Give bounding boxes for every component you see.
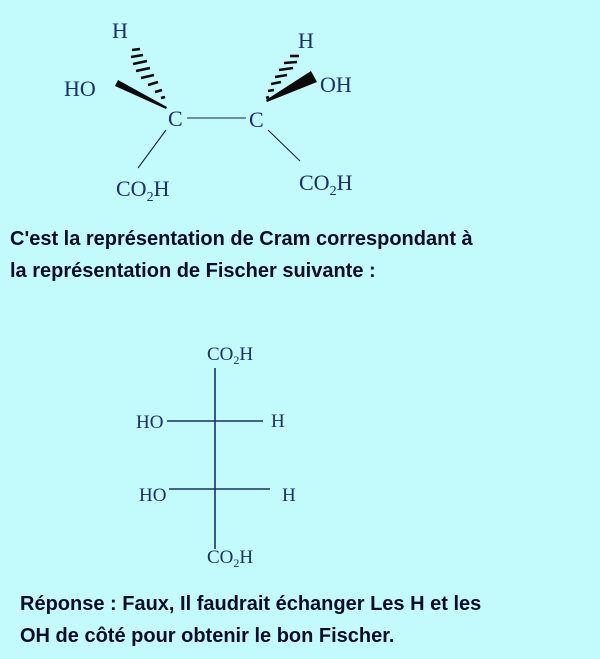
cram-left-ho: HO <box>64 76 96 101</box>
cram-left-lower-bond <box>137 129 167 169</box>
cram-right-h: H <box>298 28 314 53</box>
answer-line-2: OH de côté pour obtenir le bon Fischer. <box>20 625 395 647</box>
fischer-projection: CO2H HO H HO H CO2H <box>136 344 296 570</box>
fischer-row2-ho: HO <box>139 485 166 506</box>
fischer-top-co2h: CO2H <box>207 344 253 367</box>
question-line-1: C'est la représentation de Cram correspo… <box>10 228 473 250</box>
cram-right-hashed-bond <box>265 54 299 100</box>
cram-left-h: H <box>112 18 128 43</box>
cram-right-oh: OH <box>320 72 352 97</box>
question-line-2: la représentation de Fischer suivante : <box>10 260 376 282</box>
cram-representation: H HO C CO2H C H OH <box>64 18 353 205</box>
cram-left-wedge-bond <box>115 80 167 109</box>
cram-right-lower-bond <box>267 129 301 162</box>
cram-right-co2h: CO2H <box>299 170 353 199</box>
cram-left-co2h: CO2H <box>116 176 170 205</box>
answer-text: Réponse : Faux, Il faudrait échanger Les… <box>20 588 481 652</box>
cram-left-hashed-bond <box>130 47 166 100</box>
fischer-bottom-co2h: CO2H <box>207 547 253 570</box>
cram-left-carbon: C <box>168 106 183 131</box>
cram-right-wedge-bond <box>266 71 317 102</box>
fischer-row1-h: H <box>271 411 285 432</box>
cram-right-carbon: C <box>249 107 264 132</box>
question-text: C'est la représentation de Cram correspo… <box>10 223 473 287</box>
answer-line-1: Réponse : Faux, Il faudrait échanger Les… <box>20 593 482 615</box>
fischer-row1-ho: HO <box>136 412 163 433</box>
fischer-row2-h: H <box>282 485 296 506</box>
